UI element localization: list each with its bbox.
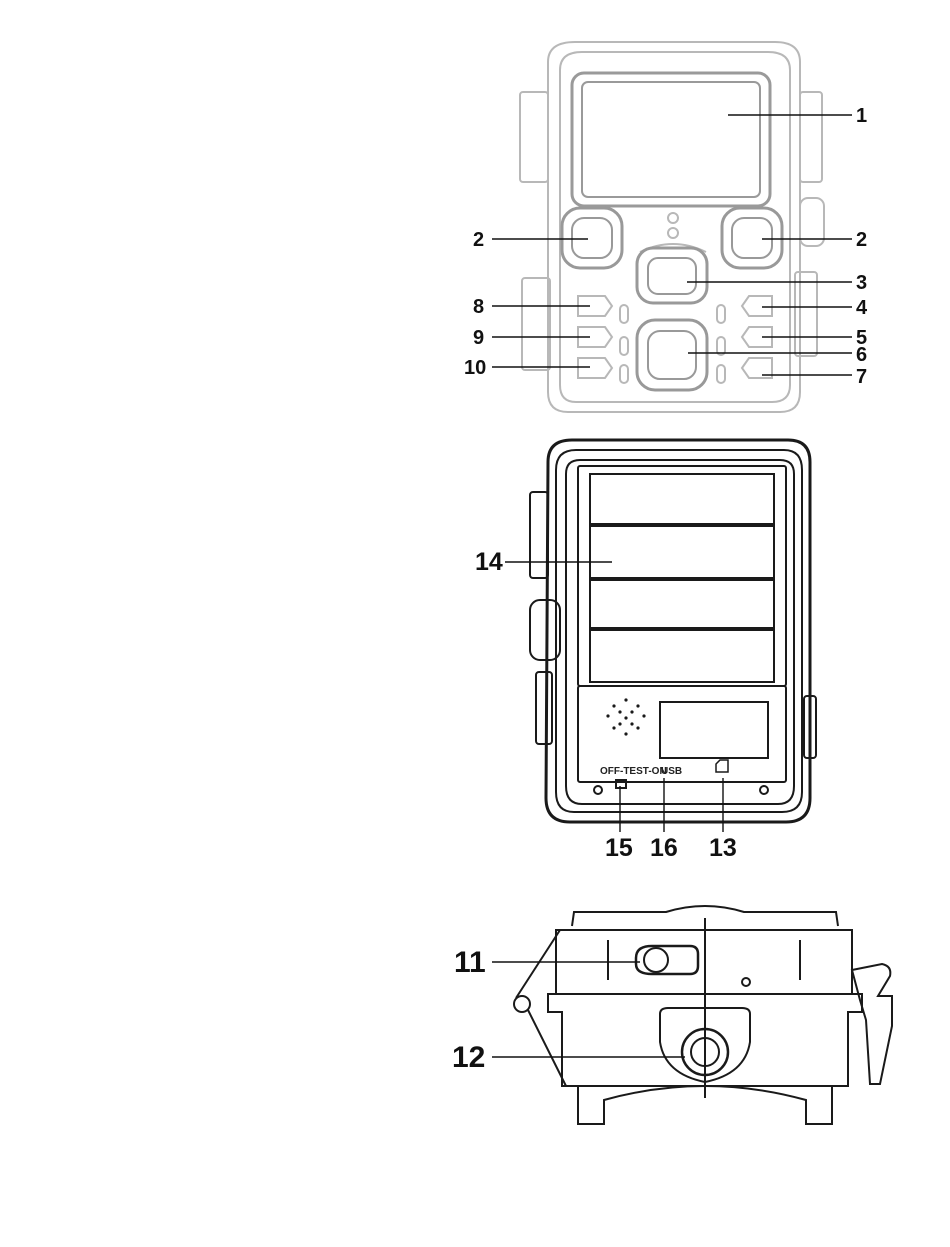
screen-frame [572, 73, 770, 206]
callout-13: 13 [709, 834, 737, 862]
callout-9: 9 [473, 327, 484, 349]
pill-r3 [717, 365, 725, 383]
left-hinge-upper [530, 492, 548, 578]
callout-3: 3 [856, 272, 867, 294]
usb-text: USB [661, 766, 682, 777]
label-plate [660, 702, 768, 758]
lens-right-inner [732, 218, 772, 258]
callout-1: 1 [856, 105, 867, 127]
callout-2-right: 2 [856, 229, 867, 251]
battery-slot-1 [590, 474, 774, 524]
right-strap-top [800, 92, 822, 182]
center-lens-3-inner [648, 258, 696, 294]
screw-right [760, 786, 768, 794]
right-strap-bottom [795, 272, 817, 356]
battery-compartment [578, 466, 786, 686]
inside-housing-3 [566, 460, 794, 804]
front-view [520, 42, 824, 412]
pir-window-6-inner [648, 331, 696, 379]
left-pivot [514, 996, 530, 1012]
bottom-view [514, 906, 892, 1124]
lens-left-inner [572, 218, 612, 258]
pill-l3 [620, 365, 628, 383]
tripod-keyhole-center [644, 948, 668, 972]
switch-text: OFF-TEST-ON [600, 766, 667, 777]
callout-8: 8 [473, 296, 484, 318]
inside-leader-lines [505, 562, 723, 832]
left-arm [516, 930, 566, 1086]
sd-slot-icon [716, 760, 728, 772]
callout-7: 7 [856, 366, 867, 388]
callout-12: 12 [452, 1041, 485, 1074]
screw-left [594, 786, 602, 794]
battery-slot-3 [590, 580, 774, 628]
pill-r1 [717, 305, 725, 323]
battery-slot-2 [590, 526, 774, 578]
battery-slot-4 [590, 630, 774, 682]
bottom-leader-lines [492, 962, 685, 1057]
lcd-screen [582, 82, 760, 197]
callout-15: 15 [605, 834, 633, 862]
indicator-led [668, 228, 678, 238]
callout-14: 14 [475, 548, 503, 576]
front-body-outline [548, 42, 800, 412]
callout-11: 11 [454, 946, 486, 979]
pill-l2 [620, 337, 628, 355]
pill-l1 [620, 305, 628, 323]
speaker-grille [606, 698, 645, 735]
callout-2-left: 2 [473, 229, 484, 251]
button-10 [578, 358, 612, 378]
callout-16: 16 [650, 834, 678, 862]
left-hinge-lower [536, 672, 552, 744]
bottom-small-hole [742, 978, 750, 986]
callout-6: 6 [856, 344, 867, 366]
button-4 [742, 296, 772, 316]
left-strap-bottom [522, 278, 550, 370]
callout-4: 4 [856, 297, 868, 319]
inside-view [530, 440, 816, 822]
callout-10: 10 [464, 357, 486, 379]
light-sensor [668, 213, 678, 223]
left-strap-top [520, 92, 548, 182]
right-latch-arm [852, 964, 892, 1084]
front-body-inner [560, 52, 790, 402]
